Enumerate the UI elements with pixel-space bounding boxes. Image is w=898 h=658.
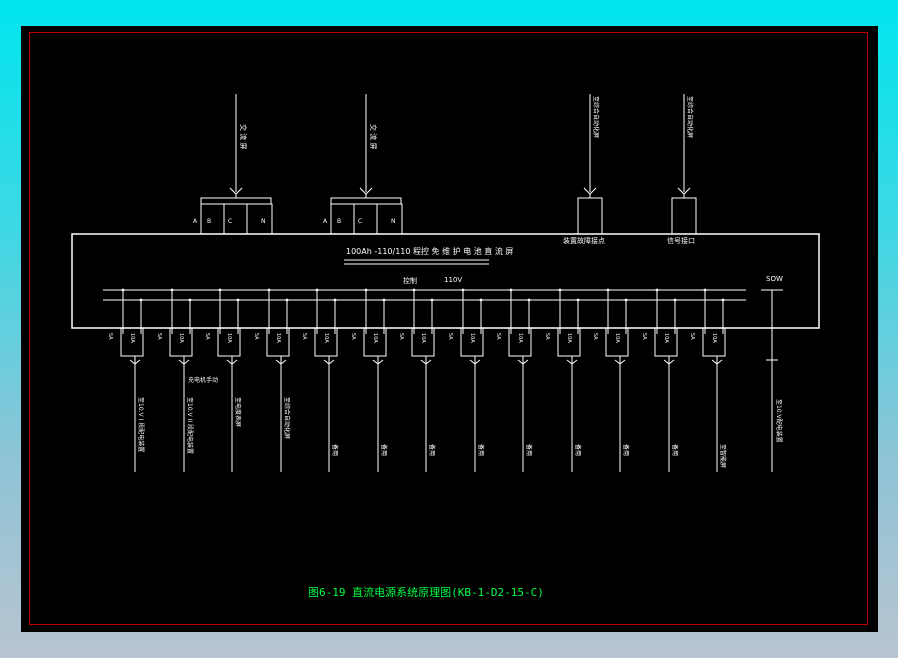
switch-rating: 5A (689, 333, 695, 340)
switch-rating: 10A (517, 333, 523, 343)
feeder-11: 5A 10A 备用 (592, 288, 630, 472)
signal-output-1-label: 至综合自动化屏 (592, 96, 600, 138)
svg-text:A: A (323, 218, 328, 225)
drawing-canvas: 100Ah -110/110 程控 免 维 护 电 池 直 流 屏 控制 110… (21, 26, 878, 632)
panel-title: 100Ah -110/110 程控 免 维 护 电 池 直 流 屏 (346, 246, 513, 256)
switch-rating: 5A (592, 333, 598, 340)
feeder-3: 5A 10A 至电度表屏 (204, 288, 242, 472)
switch-rating: 5A (350, 333, 356, 340)
feeder-extra-label: 充电机手动 (188, 376, 218, 384)
feeder-6: 5A 10A 备用 (350, 288, 388, 472)
feeder-label: 备用 (380, 444, 388, 456)
feeder-8: 5A 10A 备用 (447, 288, 485, 472)
feeder-5: 5A 10A 备用 (301, 288, 339, 472)
signal-output-1: 至综合自动化屏 装置故障接点 (563, 94, 605, 245)
signal-output-1-note: 装置故障接点 (563, 236, 605, 245)
feeder-2: 5A 10A 至10.V II 段配电装置 充电机手动 (156, 288, 218, 472)
ac-input-2-label: 交 流 屏 (369, 124, 378, 149)
feeder-label: 至综合自动化屏 (283, 397, 291, 439)
circuit-diagram: 100Ah -110/110 程控 免 维 护 电 池 直 流 屏 控制 110… (71, 94, 820, 599)
switch-rating: 5A (447, 333, 453, 340)
svg-text:N: N (391, 218, 396, 225)
feeder-9: 5A 10A 备用 (495, 288, 533, 472)
svg-text:A: A (193, 218, 198, 225)
feeder-label: 备用 (331, 444, 339, 456)
switch-rating: 5A (301, 333, 307, 340)
feeder-label: 备用 (525, 444, 533, 456)
signal-output-2-note: 信号接口 (667, 236, 695, 245)
figure-caption: 图6-19 直流电源系统原理图(KB-1-D2-15-C) (308, 585, 544, 599)
switch-rating: 5A (204, 333, 210, 340)
switch-rating: 10A (372, 333, 378, 343)
feeder-label: 备用 (671, 444, 679, 456)
switch-rating: 5A (253, 333, 259, 340)
bus-label: 控制 (403, 276, 417, 285)
feeder-group: 5A 10A 至10.V I 段配电装置 5A 10A 至10.V II 段配电装置 充电机… (107, 288, 727, 472)
right-label: SOW (766, 275, 783, 283)
svg-text:B: B (337, 218, 341, 225)
feeder-7: 5A 10A 备用 (398, 288, 436, 472)
ac-input-1: 交 流 屏 A B C N (193, 94, 273, 235)
feeder-1: 5A 10A 至10.V I 段配电装置 (107, 288, 145, 472)
switch-rating: 10A (711, 333, 717, 343)
switch-rating: 10A (420, 333, 426, 343)
switch-rating: 10A (275, 333, 281, 343)
feeder-label: 至智能屏 (719, 444, 727, 468)
switch-rating: 10A (226, 333, 232, 343)
feeder-label: 至10.V I 段配电装置 (137, 397, 145, 452)
feeder-label: 备用 (477, 444, 485, 456)
switch-rating: 10A (663, 333, 669, 343)
switch-rating: 10A (469, 333, 475, 343)
drawing-frame (29, 32, 868, 625)
signal-output-2: 至综合自动化屏 信号接口 (667, 94, 697, 245)
switch-rating: 10A (323, 333, 329, 343)
feeder-label: 备用 (574, 444, 582, 456)
feeder-label: 至10.V II 段配电装置 (186, 397, 194, 454)
svg-text:C: C (228, 218, 232, 225)
feeder-label: 至电度表屏 (234, 397, 242, 427)
feeder-13: 5A 10A 至智能屏 (689, 288, 727, 472)
svg-text:B: B (207, 218, 211, 225)
switch-rating: 10A (566, 333, 572, 343)
feeder-label: 备用 (622, 444, 630, 456)
svg-text:C: C (358, 218, 362, 225)
switch-rating: 10A (614, 333, 620, 343)
feeder-12: 5A 10A 备用 (641, 288, 679, 472)
switch-rating: 10A (129, 333, 135, 343)
feeder-label: 备用 (428, 444, 436, 456)
switch-rating: 5A (544, 333, 550, 340)
switch-rating: 5A (107, 333, 113, 340)
switch-rating: 5A (641, 333, 647, 340)
switch-rating: 5A (156, 333, 162, 340)
ac-input-2: 交 流 屏 A B C N (323, 94, 403, 235)
bus-voltage: 110V (444, 276, 462, 284)
feeder-10: 5A 10A 备用 (544, 288, 582, 472)
ac-input-1-label: 交 流 屏 (239, 124, 248, 149)
feeder-4: 5A 10A 至综合自动化屏 (253, 288, 291, 472)
dc-panel-box (71, 233, 820, 329)
svg-text:N: N (261, 218, 266, 225)
switch-rating: 5A (495, 333, 501, 340)
switch-rating: 5A (398, 333, 404, 340)
switch-rating: 10A (178, 333, 184, 343)
signal-output-2-label: 至综合自动化屏 (686, 96, 694, 138)
right-feeder-label: 至10.V配电装置 (775, 399, 783, 443)
